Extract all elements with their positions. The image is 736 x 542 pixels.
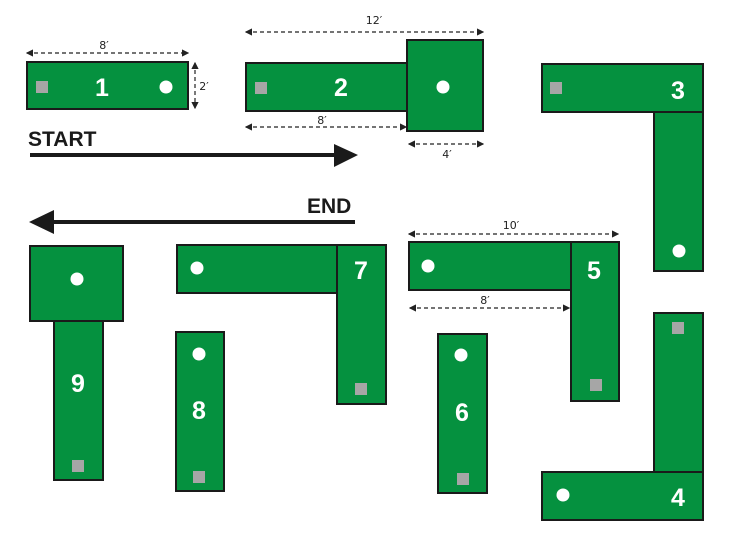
end-label: END xyxy=(307,195,351,218)
hole-2-dimensions: 12′ 8′ 4′ xyxy=(244,14,485,161)
dimension-label: 10′ xyxy=(503,219,520,232)
start-arrow: START xyxy=(28,128,358,167)
tee-marker xyxy=(255,82,267,94)
hole-9: 9 xyxy=(29,245,124,481)
cup-hole xyxy=(159,80,173,94)
hole-7: 7 xyxy=(176,244,387,405)
start-label: START xyxy=(28,128,97,151)
hole-number: 1 xyxy=(95,74,109,102)
dimension-label: 2′ xyxy=(199,80,209,93)
cup-hole xyxy=(190,261,204,275)
hole-2: 2 xyxy=(245,39,484,132)
dimension-label: 12′ xyxy=(366,14,383,27)
hole-8: 8 xyxy=(175,331,225,492)
tee-marker xyxy=(72,460,84,472)
cup-hole xyxy=(421,259,435,273)
hole-5-dimensions: 10′ 8′ xyxy=(407,219,620,312)
tee-marker xyxy=(457,473,469,485)
tee-marker xyxy=(550,82,562,94)
tee-marker xyxy=(590,379,602,391)
tee-marker xyxy=(193,471,205,483)
cup-hole xyxy=(556,488,570,502)
cup-hole xyxy=(672,244,686,258)
cup-hole xyxy=(192,347,206,361)
hole-1-dimensions: 8′ 2′ xyxy=(25,39,209,110)
hole-4: 4 xyxy=(541,312,704,521)
tee-marker xyxy=(355,383,367,395)
dimension-label: 4′ xyxy=(442,148,452,161)
dimension-label: 8′ xyxy=(317,114,327,127)
cup-hole xyxy=(454,348,468,362)
hole-number: 4 xyxy=(671,484,685,512)
hole-number: 5 xyxy=(587,257,601,285)
end-arrow: END xyxy=(29,195,355,234)
hole-6: 6 xyxy=(437,333,488,494)
cup-hole xyxy=(70,272,84,286)
hole-number: 8 xyxy=(192,397,206,425)
hole-number: 7 xyxy=(354,257,368,285)
dimension-label: 8′ xyxy=(99,39,109,52)
hole-number: 6 xyxy=(455,399,469,427)
tee-marker xyxy=(36,81,48,93)
hole-number: 9 xyxy=(71,370,85,398)
hole-1: 1 xyxy=(26,61,189,110)
hole-3: 3 xyxy=(541,63,704,272)
hole-number: 3 xyxy=(671,77,685,105)
dimension-label: 8′ xyxy=(480,294,490,307)
cup-hole xyxy=(436,80,450,94)
hole-5: 5 xyxy=(408,241,620,402)
tee-marker xyxy=(672,322,684,334)
hole-number: 2 xyxy=(334,74,348,102)
